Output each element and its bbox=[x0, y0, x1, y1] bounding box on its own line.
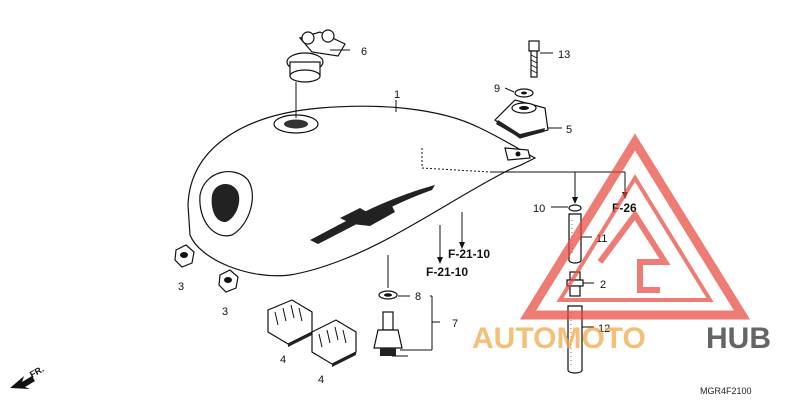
diagram-code: MGR4F2100 bbox=[700, 386, 752, 396]
o-ring bbox=[378, 290, 398, 300]
callout-4-left: 4 bbox=[280, 354, 286, 366]
bolt bbox=[528, 40, 540, 78]
fuel-sensor-unit bbox=[373, 255, 408, 357]
reference-f21-upper: F-21-10 bbox=[448, 247, 490, 261]
fuel-cap-with-key bbox=[286, 29, 346, 118]
callout-10: 10 bbox=[533, 203, 545, 215]
front-direction-label: FR. bbox=[28, 364, 46, 380]
callout-6: 6 bbox=[361, 46, 367, 58]
lower-hose bbox=[567, 305, 583, 374]
callout-9: 9 bbox=[494, 83, 500, 95]
callout-5: 5 bbox=[566, 124, 572, 136]
nut-right bbox=[218, 269, 239, 293]
nut-left bbox=[174, 244, 195, 268]
callout-12: 12 bbox=[598, 323, 610, 335]
callout-3-right: 3 bbox=[222, 306, 228, 318]
callout-11: 11 bbox=[596, 233, 607, 245]
callout-8: 8 bbox=[415, 291, 421, 303]
callout-13: 13 bbox=[558, 49, 570, 61]
rubber-pad-left bbox=[267, 299, 313, 347]
watermark-text-hub: HUB bbox=[706, 322, 771, 355]
callout-7: 7 bbox=[452, 318, 458, 330]
front-direction-arrow: FR. bbox=[10, 364, 46, 389]
rear-mount-rubber bbox=[494, 99, 549, 139]
reference-f21-lower: F-21-10 bbox=[426, 265, 468, 279]
washer bbox=[514, 88, 534, 98]
watermark-text-automoto: AUTOMOTO bbox=[472, 322, 646, 355]
callout-1: 1 bbox=[394, 89, 400, 101]
rubber-pad-right bbox=[311, 319, 357, 367]
watermark-logo bbox=[519, 133, 751, 320]
callout-2: 2 bbox=[600, 279, 606, 291]
callout-4-right: 4 bbox=[318, 374, 324, 386]
fuel-tank bbox=[187, 105, 537, 277]
callout-3-left: 3 bbox=[178, 281, 184, 293]
hose-clip bbox=[568, 204, 582, 212]
